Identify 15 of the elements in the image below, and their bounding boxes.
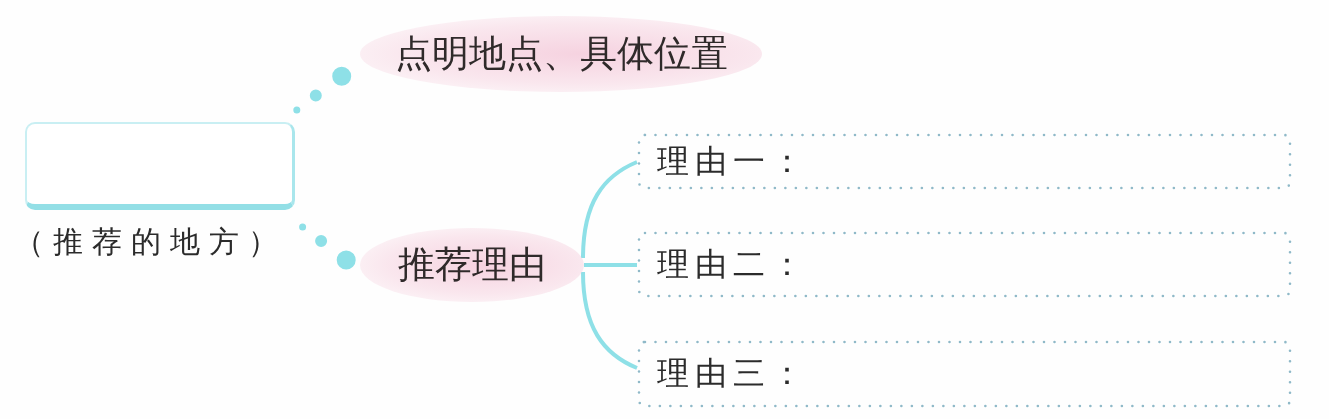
caption-text: （推荐的地方） [14,224,287,260]
answer-box [25,122,295,210]
answer-box [637,340,1292,408]
branch-line [581,271,638,370]
field-label: 理由一： [657,143,809,180]
dot-chain-connector [293,66,352,114]
field-label: 理由二： [657,246,809,283]
answer-box [637,133,1292,190]
dot-chain-connector [299,223,356,270]
bubble-text: 推荐理由 [398,244,546,286]
field-label: 理由三： [657,356,809,392]
branch-line [581,160,638,259]
answer-box [637,231,1292,298]
branch-line [584,263,637,267]
bubble-text: 点明地点、具体位置 [394,33,728,75]
